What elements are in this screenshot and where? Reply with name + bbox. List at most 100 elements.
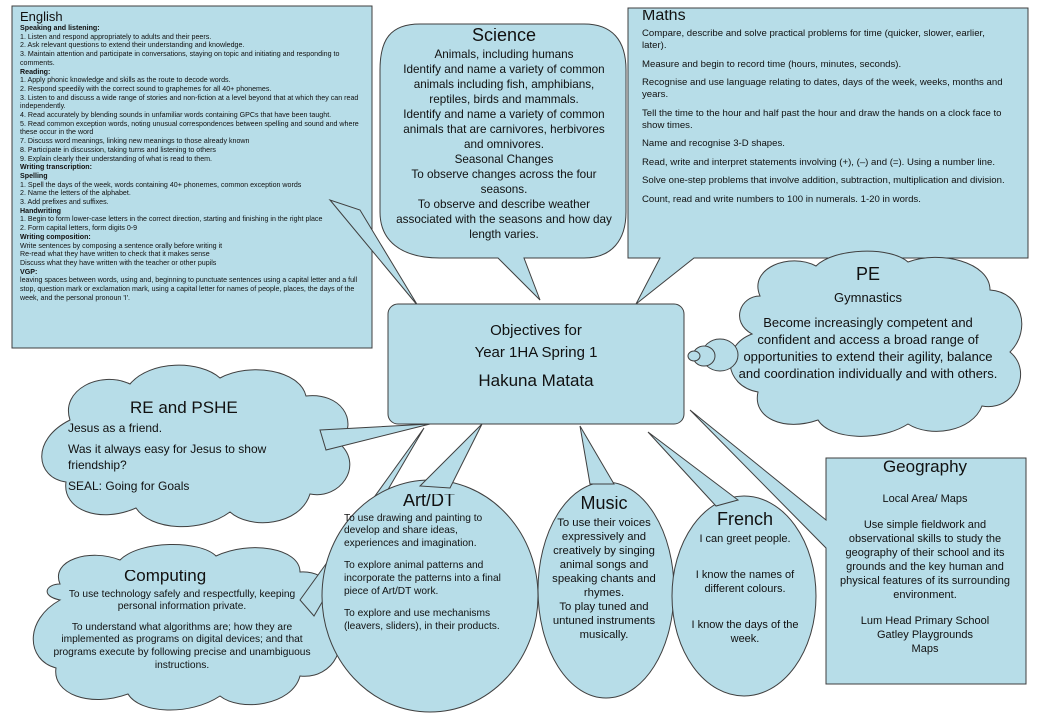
english-objective: 2. Ask relevant questions to extend thei… [20, 41, 245, 50]
maths-line: Tell the time to the hour and half past … [642, 107, 1002, 131]
geography-line: Lum Head Primary School Gatley Playgroun… [860, 615, 990, 655]
english-objective: leaving spaces between words, using and,… [20, 276, 358, 302]
english-objective: 1. Apply phonic knowledge and skills as … [20, 76, 231, 85]
science-line: Animals, including humans [434, 48, 574, 61]
english-objective: 2. Form capital letters, form digits 0-9 [20, 224, 138, 233]
english-pointer [328, 198, 419, 307]
maths-panel: Maths Compare, describe and solve practi… [632, 10, 1022, 255]
english-heading: Handwriting [20, 206, 61, 215]
pe-panel: PE Gymnastics Become increasingly compet… [738, 266, 998, 426]
maths-title: Maths [642, 10, 686, 24]
center-panel: Objectives for Year 1HA Spring 1 Hakuna … [392, 308, 680, 422]
english-heading: Reading: [20, 67, 51, 76]
geography-box [689, 409, 1027, 685]
pe-line: Gymnastics [834, 290, 902, 305]
english-objective: 3. Listen to and discuss a wide range of… [20, 93, 359, 111]
geography-line: Local Area/ Maps [882, 493, 968, 505]
french-title: French [716, 512, 774, 529]
center-line-1: Objectives for [490, 322, 582, 339]
pe-cloud [729, 250, 1023, 437]
english-heading: Writing transcription: [20, 163, 92, 172]
re-cloud [41, 364, 351, 528]
art-pointer [418, 423, 483, 489]
computing-cloud [32, 543, 340, 711]
art-line: To explore and use mechanisms (leavers, … [344, 608, 500, 632]
maths-line: Measure and begin to record time (hours,… [642, 58, 902, 70]
maths-line: Compare, describe and solve practical pr… [642, 28, 985, 51]
computing-title: Computing [124, 570, 207, 585]
computing-line: To use technology safely and respectfull… [68, 588, 296, 613]
maths-line: Recognise and use language relating to d… [642, 77, 1003, 100]
english-box [11, 5, 373, 349]
music-line: To use their voices expressively and cre… [552, 517, 656, 599]
maths-line: Count, read and write numbers to 100 in … [642, 193, 921, 205]
english-objective: Write sentences by composing a sentence … [20, 241, 223, 250]
center-box [387, 303, 685, 425]
re-line: Jesus as a friend. [68, 421, 163, 435]
music-pointer [579, 425, 615, 485]
english-objective: 2. Name the letters of the alphabet. [20, 189, 131, 198]
english-heading: Spelling [20, 171, 48, 180]
english-heading: VGP: [20, 267, 38, 276]
english-objective: 3. Maintain attention and participate in… [20, 50, 340, 67]
maths-line: Name and recognise 3-D shapes. [642, 138, 785, 149]
maths-line: Solve one-step problems that involve add… [642, 175, 1005, 186]
english-objective: 1. Begin to form lower-case letters in t… [20, 215, 323, 224]
geography-title: Geography [882, 460, 968, 476]
french-line: I know the days of the week. [691, 619, 799, 645]
english-objective: 1. Spell the days of the week, words con… [20, 180, 302, 189]
science-line: Identify and name a variety of common an… [403, 108, 605, 151]
french-line: I know the names of different colours. [695, 569, 795, 595]
english-objective: 4. Read accurately by blending sounds in… [20, 111, 332, 120]
english-objective: 2. Respond speedily with the correct sou… [20, 84, 272, 93]
science-bubble [379, 23, 627, 301]
geography-panel: Geography Local Area/ Maps Use simple fi… [828, 460, 1022, 684]
computing-panel: Computing To use technology safely and r… [48, 570, 316, 710]
music-panel: Music To use their voices expressively a… [542, 496, 666, 686]
english-objective: 5. Read common exception words, noting u… [20, 119, 359, 137]
pe-connector-small [687, 350, 701, 362]
science-line: Seasonal Changes [454, 153, 554, 166]
french-oval [671, 495, 817, 697]
english-title: English [20, 9, 63, 24]
pe-line: Become increasingly competent and confid… [738, 315, 998, 381]
art-title: Art/DT [403, 494, 455, 510]
re-pointer [319, 423, 431, 451]
science-title: Science [471, 28, 537, 45]
geography-line: Use simple fieldwork and observational s… [840, 519, 1010, 601]
science-line: To observe and describe weather associat… [396, 198, 612, 241]
center-theme: Hakuna Matata [478, 371, 594, 390]
english-objectives: Speaking and listening:1. Listen and res… [20, 24, 364, 303]
french-pointer [647, 431, 740, 507]
maths-line: Read, write and interpret statements inv… [642, 156, 996, 168]
english-heading: Writing composition: [20, 232, 91, 241]
english-objective: Discuss what they have written with the … [20, 258, 217, 267]
english-objective: 9. Explain clearly their understanding o… [20, 154, 213, 163]
english-panel: English Speaking and listening:1. Listen… [14, 8, 370, 346]
english-objective: Re-read what they have written to check … [20, 250, 210, 259]
art-dt-panel: Art/DT To use drawing and painting to de… [344, 494, 514, 694]
pe-title: PE [855, 266, 880, 284]
re-line: SEAL: Going for Goals [68, 479, 190, 493]
french-line: I can greet people. [699, 533, 791, 545]
music-title: Music [580, 496, 628, 513]
english-heading: Speaking and listening: [20, 24, 100, 32]
art-line: To use drawing and painting to develop a… [344, 512, 483, 549]
english-objective: 7. Discuss word meanings, linking new me… [20, 137, 250, 146]
maths-box [627, 7, 1029, 305]
english-objective: 1. Listen and respond appropriately to a… [20, 32, 212, 41]
re-line: Was it always easy for Jesus to show fri… [68, 442, 267, 472]
science-line: Identify and name a variety of common an… [403, 63, 605, 106]
music-line: To play tuned and untuned instruments mu… [552, 601, 656, 641]
computing-line: To understand what algorithms are; how t… [53, 621, 311, 671]
science-panel: Science Animals, including humans Identi… [388, 28, 620, 254]
english-objective: 3. Add prefixes and suffixes. [20, 198, 109, 207]
french-panel: French I can greet people. I know the na… [684, 512, 806, 682]
english-objective: 8. Participate in discussion, taking tur… [20, 145, 216, 154]
re-pshe-panel: RE and PSHE Jesus as a friend. Was it al… [62, 400, 322, 530]
re-title: RE and PSHE [130, 400, 238, 417]
art-line: To explore animal patterns and incorpora… [344, 560, 501, 597]
science-line: To observe changes across the four seaso… [411, 168, 597, 196]
center-line-2: Year 1HA Spring 1 [474, 344, 598, 361]
